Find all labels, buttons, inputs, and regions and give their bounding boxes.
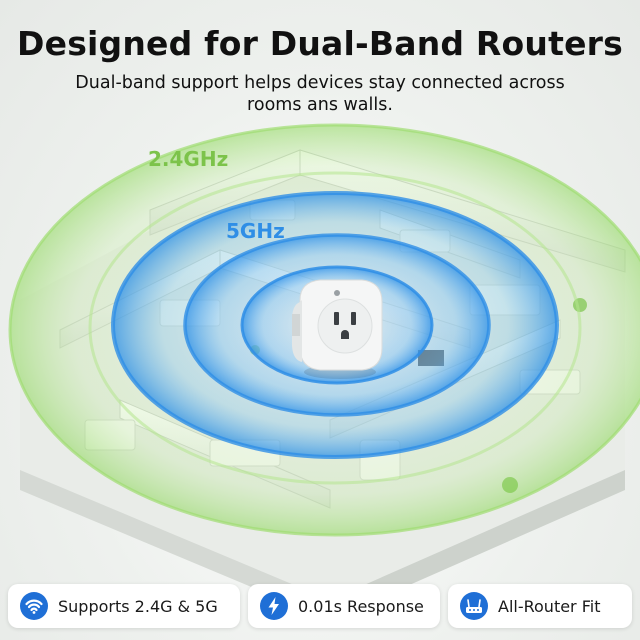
page-title: Designed for Dual-Band Routers xyxy=(17,24,623,63)
band-label-2-4ghz: 2.4GHz xyxy=(148,147,229,171)
feature-bar: Supports 2.4G & 5G 0.01s Response All-Ro… xyxy=(0,584,640,630)
router-icon xyxy=(460,592,488,620)
lightning-icon xyxy=(260,592,288,620)
feature-dual-band: Supports 2.4G & 5G xyxy=(8,584,240,628)
feature-label: All-Router Fit xyxy=(498,596,601,616)
feature-label: 0.01s Response xyxy=(298,596,424,616)
wifi-icon xyxy=(20,592,48,620)
smart-plug-image xyxy=(292,279,383,379)
page-subtitle: Dual-band support helps devices stay con… xyxy=(75,73,565,115)
feature-label: Supports 2.4G & 5G xyxy=(58,596,218,616)
feature-response: 0.01s Response xyxy=(248,584,440,628)
feature-router-fit: All-Router Fit xyxy=(448,584,632,628)
band-label-5ghz: 5GHz xyxy=(226,219,285,243)
